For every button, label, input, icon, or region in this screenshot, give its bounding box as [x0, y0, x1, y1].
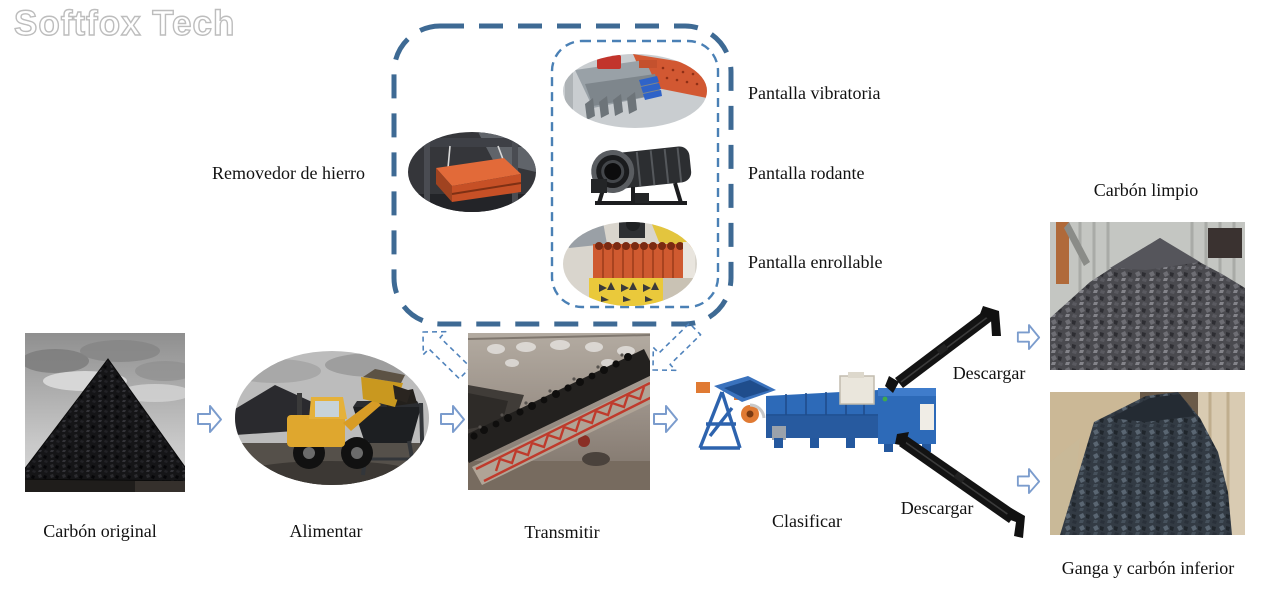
classifier-machine-photo: [696, 372, 936, 452]
flow-arrow-icon: [440, 405, 465, 433]
vibrating-screen-photo: [563, 54, 707, 128]
dashed-up-arrow-icon: [422, 330, 472, 380]
flow-arrow-icon: [1016, 324, 1041, 350]
iron-remover-photo: [408, 132, 536, 212]
gangue-coal-photo: [1050, 392, 1245, 535]
roller-screen-photo: [563, 222, 697, 306]
flow-arrow-icon: [197, 405, 222, 433]
discharge-conveyor-bottom: [895, 432, 1025, 538]
transfer-label: Transmitir: [524, 522, 600, 542]
transfer-conveyor-photo: [468, 333, 650, 490]
gangue-label: Ganga y carbón inferior: [1061, 558, 1235, 578]
discharge-conveyor-top: [885, 306, 1001, 393]
clean-coal-label: Carbón limpio: [1093, 180, 1199, 200]
vibrating-screen-label: Pantalla vibratoria: [748, 83, 881, 103]
feed-label: Alimentar: [289, 521, 363, 541]
watermark-logo: Softfox Tech: [13, 3, 236, 43]
raw-coal-photo: [25, 333, 185, 492]
optional-equipment-box: [391, 23, 734, 327]
classify-label: Clasificar: [772, 511, 842, 531]
iron-remover-label: Removedor de hierro: [212, 163, 365, 183]
flow-arrow-icon: [653, 405, 678, 433]
clean-coal-photo: [1050, 222, 1245, 370]
discharge-bottom-label: Descargar: [900, 498, 974, 518]
raw-coal-label: Carbón original: [43, 521, 157, 541]
flow-arrow-icon: [1016, 468, 1041, 494]
rolling-screen-photo: [577, 135, 700, 212]
dashed-down-arrow-icon: [652, 322, 702, 372]
roller-screen-label: Pantalla enrollable: [748, 252, 883, 272]
feeding-loader-photo: [235, 351, 429, 485]
rolling-screen-label: Pantalla rodante: [748, 163, 865, 183]
discharge-top-label: Descargar: [952, 363, 1026, 383]
